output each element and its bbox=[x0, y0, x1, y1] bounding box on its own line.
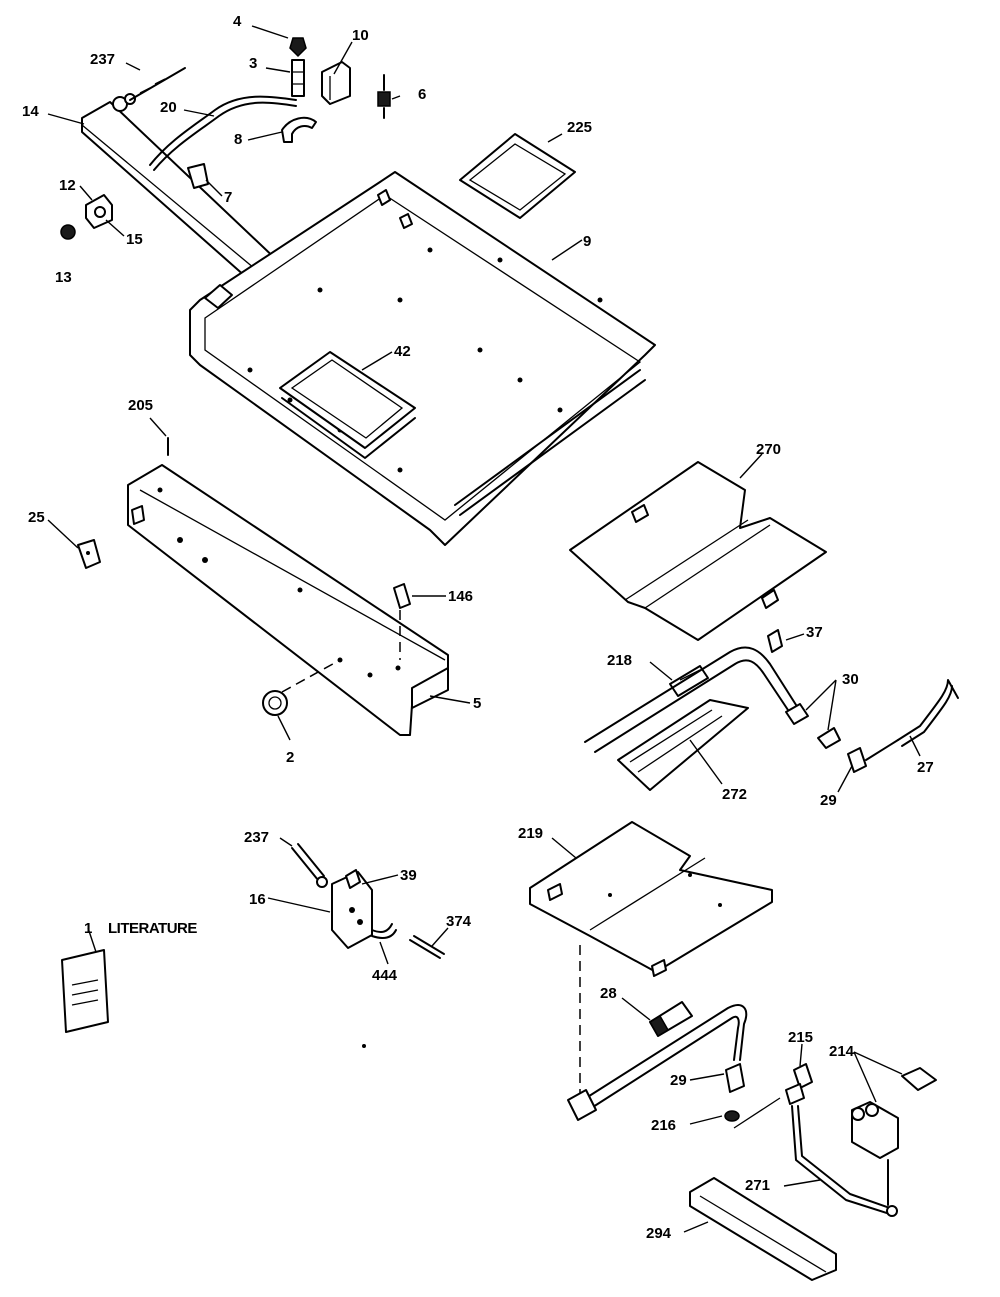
callout-205: 205 bbox=[128, 397, 154, 414]
clip-8 bbox=[281, 116, 317, 143]
drawer-294 bbox=[689, 1177, 837, 1281]
valve-12-15 bbox=[85, 194, 113, 229]
callout-214: 214 bbox=[829, 1043, 855, 1060]
callout-6: 6 bbox=[418, 86, 427, 103]
callout-237-mid: 237 bbox=[244, 829, 270, 846]
callout-14: 14 bbox=[22, 103, 39, 120]
callout-215: 215 bbox=[788, 1029, 814, 1046]
callout-9: 9 bbox=[583, 233, 592, 250]
callout-216: 216 bbox=[651, 1117, 677, 1134]
fitting-6 bbox=[377, 74, 391, 119]
callout-4: 4 bbox=[233, 13, 242, 30]
front-panel-5 bbox=[127, 464, 449, 736]
callout-219: 219 bbox=[518, 825, 544, 842]
burner-box-9 bbox=[189, 171, 656, 546]
pipe-237-mid bbox=[291, 843, 328, 888]
callout-294: 294 bbox=[646, 1225, 672, 1242]
callout-42: 42 bbox=[394, 343, 411, 360]
callout-12: 12 bbox=[59, 177, 76, 194]
callout-15: 15 bbox=[126, 231, 143, 248]
gas-tube-20 bbox=[149, 95, 297, 171]
part-7 bbox=[187, 163, 209, 189]
callout-1: 1 bbox=[84, 920, 93, 937]
burner-tube-218 bbox=[669, 665, 709, 697]
callout-29-right: 29 bbox=[820, 792, 837, 809]
fitting-215 bbox=[733, 1063, 813, 1129]
plate-225 bbox=[459, 133, 576, 219]
callout-13: 13 bbox=[55, 269, 72, 286]
callout-29-lower: 29 bbox=[670, 1072, 687, 1089]
callout-16: 16 bbox=[249, 891, 266, 908]
fitting-29-lower bbox=[725, 1063, 745, 1093]
tube-444 bbox=[371, 923, 397, 939]
tube-27 bbox=[897, 679, 959, 747]
leader-lines bbox=[47, 25, 921, 1233]
callout-146: 146 bbox=[448, 588, 474, 605]
literature-label: LITERATURE bbox=[108, 920, 197, 937]
cover-42 bbox=[279, 351, 416, 459]
callout-2: 2 bbox=[286, 749, 295, 766]
callout-270: 270 bbox=[756, 441, 782, 458]
valve-body-39 bbox=[331, 869, 373, 949]
burner-frame-272 bbox=[584, 646, 799, 791]
washer-216 bbox=[724, 1110, 740, 1122]
callout-374: 374 bbox=[446, 913, 472, 930]
literature-booklet bbox=[61, 949, 109, 1033]
cover-270 bbox=[569, 461, 827, 641]
valve-stem-3 bbox=[291, 59, 305, 97]
cover-219 bbox=[529, 821, 773, 1100]
valve-214 bbox=[851, 1067, 937, 1206]
manifold-pipe-14 bbox=[81, 93, 301, 301]
clip-146 bbox=[393, 583, 411, 660]
knob-2 bbox=[262, 659, 341, 716]
callout-10: 10 bbox=[352, 27, 369, 44]
callout-3: 3 bbox=[249, 55, 258, 72]
bracket-10 bbox=[321, 61, 351, 105]
callout-30: 30 bbox=[842, 671, 859, 688]
callout-8: 8 bbox=[234, 131, 243, 148]
callout-444: 444 bbox=[372, 967, 398, 984]
pin-374 bbox=[409, 935, 445, 959]
clip-25 bbox=[77, 539, 101, 569]
reference-dot bbox=[362, 1044, 366, 1048]
callout-37: 37 bbox=[806, 624, 823, 641]
burner-tube-28 bbox=[648, 1001, 693, 1038]
tube-271 bbox=[791, 1105, 898, 1217]
fitting-30 bbox=[785, 703, 841, 749]
callout-272: 272 bbox=[722, 786, 748, 803]
callout-237-top: 237 bbox=[90, 51, 116, 68]
tab-37 bbox=[767, 629, 783, 653]
callout-20: 20 bbox=[160, 99, 177, 116]
callout-5: 5 bbox=[473, 695, 482, 712]
callout-271: 271 bbox=[745, 1177, 771, 1194]
knob-13 bbox=[60, 224, 76, 240]
callout-25: 25 bbox=[28, 509, 45, 526]
broil-burner-frame bbox=[567, 1004, 748, 1121]
pipe-237-top bbox=[129, 67, 186, 101]
fitting-29-right bbox=[847, 739, 899, 773]
callout-28: 28 bbox=[600, 985, 617, 1002]
callout-218: 218 bbox=[607, 652, 633, 669]
orifice-4 bbox=[289, 37, 307, 58]
callout-39: 39 bbox=[400, 867, 417, 884]
callout-7: 7 bbox=[224, 189, 233, 206]
callout-27: 27 bbox=[917, 759, 934, 776]
callout-225: 225 bbox=[567, 119, 593, 136]
